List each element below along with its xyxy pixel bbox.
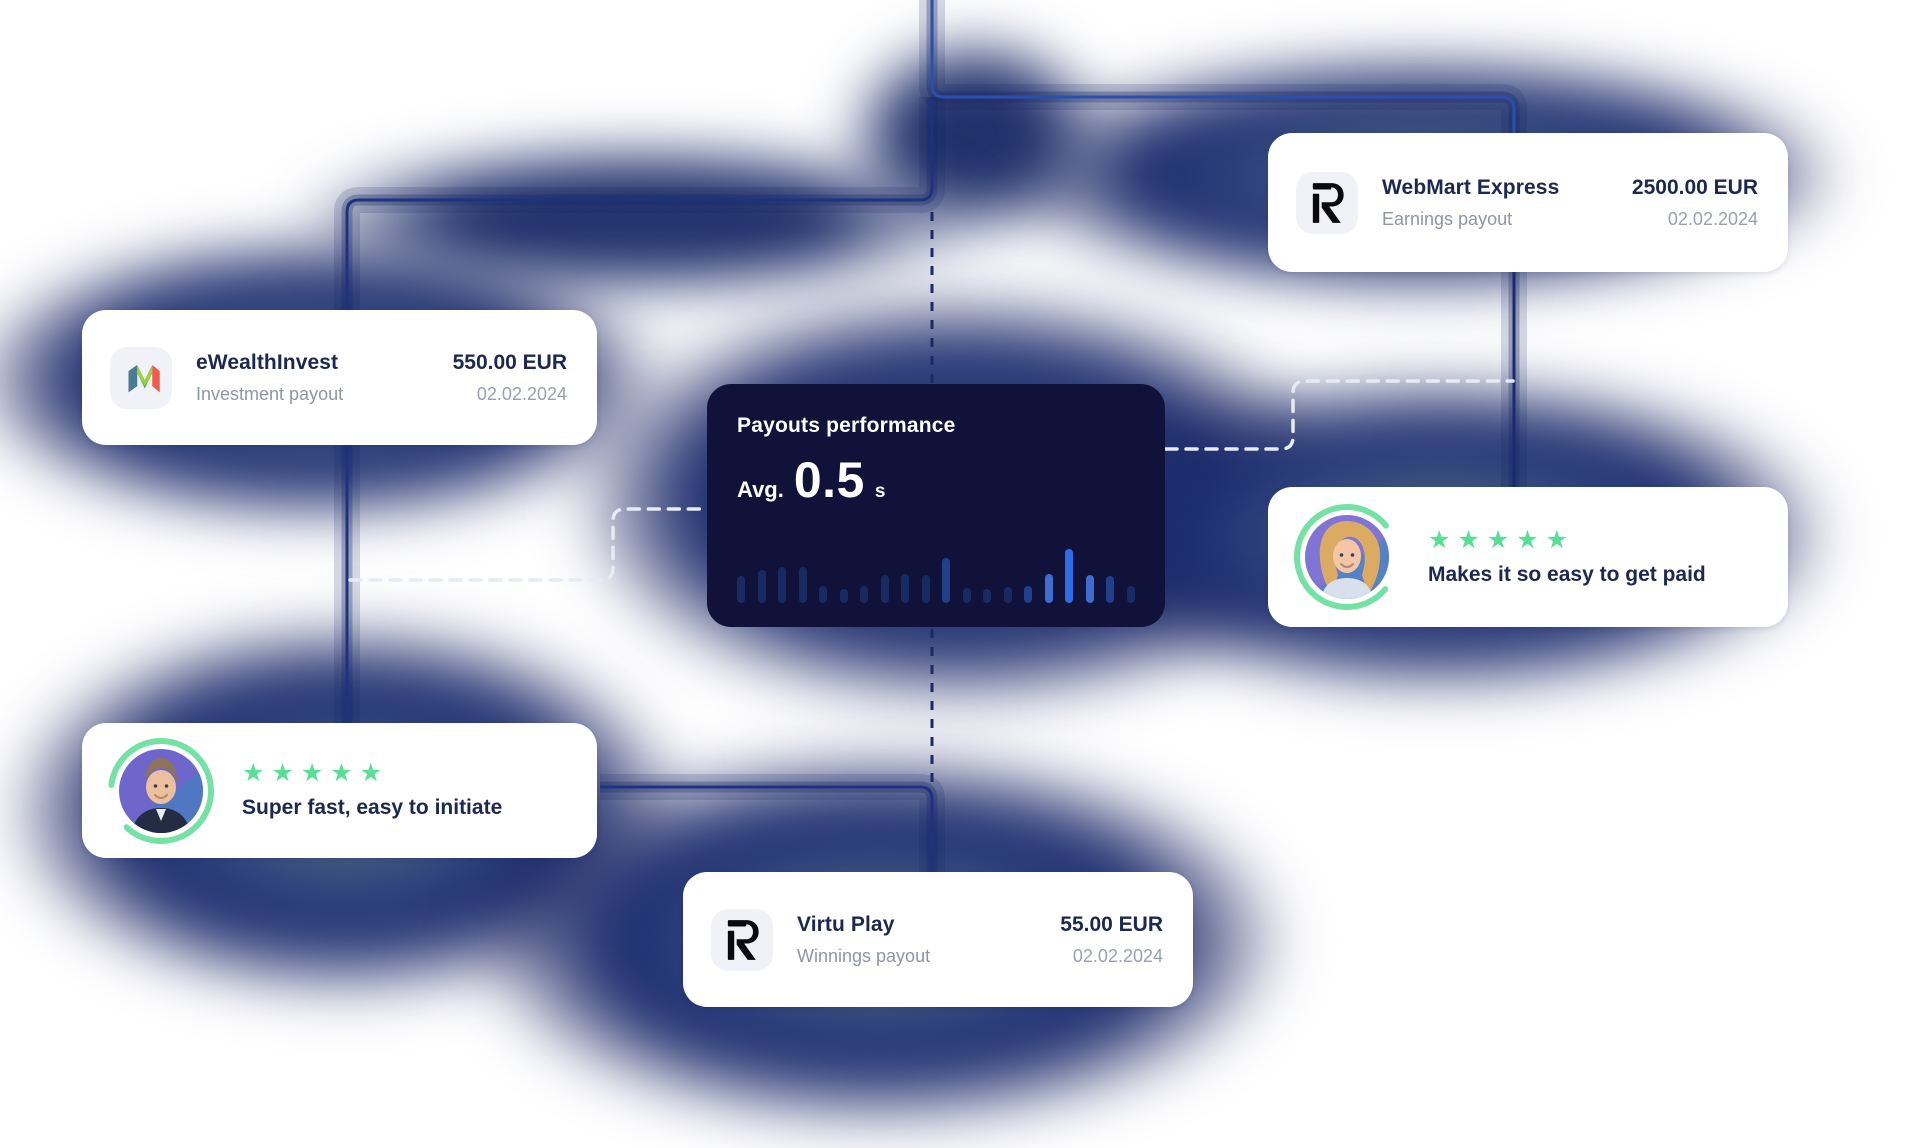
- payout-type: Investment payout: [196, 383, 344, 404]
- avg-label: Avg.: [737, 477, 784, 502]
- avg-value: 0.5: [793, 452, 865, 508]
- revolut-r-icon: [711, 908, 773, 971]
- merchant-name: Virtu Play: [797, 912, 895, 936]
- chart-bar: [1024, 586, 1033, 603]
- transaction-card-webmart: WebMart Express Earnings payout 2500.00 …: [1268, 133, 1788, 272]
- star-rating-icon: ★★★★★: [242, 759, 390, 787]
- chart-bar: [819, 586, 828, 603]
- chart-bar: [880, 575, 889, 603]
- merchant-name: eWealthInvest: [196, 350, 339, 374]
- review-card-left: ★★★★★ Super fast, easy to initiate: [82, 723, 597, 858]
- review-quote: Super fast, easy to initiate: [242, 796, 503, 819]
- merchant-name: WebMart Express: [1382, 175, 1560, 199]
- review-quote: Makes it so easy to get paid: [1428, 562, 1706, 586]
- reviewer-avatar-wrap: [106, 736, 216, 846]
- payout-amount: 550.00 EUR: [452, 350, 567, 374]
- chart-bar: [1106, 576, 1115, 603]
- review-card-right: ★★★★★ Makes it so easy to get paid: [1268, 487, 1788, 627]
- payout-type: Winnings payout: [797, 945, 931, 966]
- payout-amount: 55.00 EUR: [1060, 912, 1163, 936]
- chart-bar: [778, 567, 787, 603]
- chart-bar: [737, 576, 745, 603]
- transaction-card-ewealth: eWealthInvest Investment payout 550.00 E…: [82, 310, 597, 445]
- payout-date: 02.02.2024: [1072, 945, 1163, 966]
- m-icon: [110, 346, 172, 409]
- chart-bar: [921, 575, 930, 603]
- performance-title: Payouts performance: [737, 414, 956, 437]
- chart-bar: [942, 558, 951, 603]
- performance-bar-chart: [737, 545, 1135, 603]
- avatar-man: [119, 748, 203, 833]
- avg-unit: s: [874, 481, 886, 502]
- chart-bar: [1003, 587, 1012, 603]
- payout-amount: 2500.00 EUR: [1631, 175, 1758, 199]
- dashed-line-perf-to-right: [1164, 379, 1515, 451]
- chart-bar: [1126, 586, 1135, 603]
- avatar-woman: [1305, 515, 1389, 599]
- chart-bar: [860, 586, 869, 603]
- chart-bar: [1065, 549, 1074, 603]
- dashed-line-left-to-perf: [348, 507, 708, 582]
- reviewer-avatar-wrap: [1292, 502, 1402, 612]
- payout-date: 02.02.2024: [476, 383, 567, 404]
- chart-bar: [1085, 575, 1094, 603]
- chart-bar: [839, 589, 848, 603]
- line-top-to-webmart: [930, 0, 1516, 134]
- transaction-card-virtu: Virtu Play Winnings payout 55.00 EUR 02.…: [683, 872, 1193, 1007]
- revolut-r-icon: [1296, 171, 1358, 234]
- chart-bar: [1044, 574, 1053, 603]
- payout-date: 02.02.2024: [1667, 208, 1758, 229]
- payout-type: Earnings payout: [1382, 208, 1513, 229]
- payouts-performance-card: Payouts performance Avg. 0.5 s: [707, 384, 1165, 627]
- chart-bar: [901, 574, 910, 603]
- chart-bar: [983, 589, 992, 603]
- chart-bar: [962, 588, 971, 603]
- star-rating-icon: ★★★★★: [1428, 525, 1576, 554]
- chart-bar: [757, 570, 766, 603]
- chart-bar: [798, 567, 807, 603]
